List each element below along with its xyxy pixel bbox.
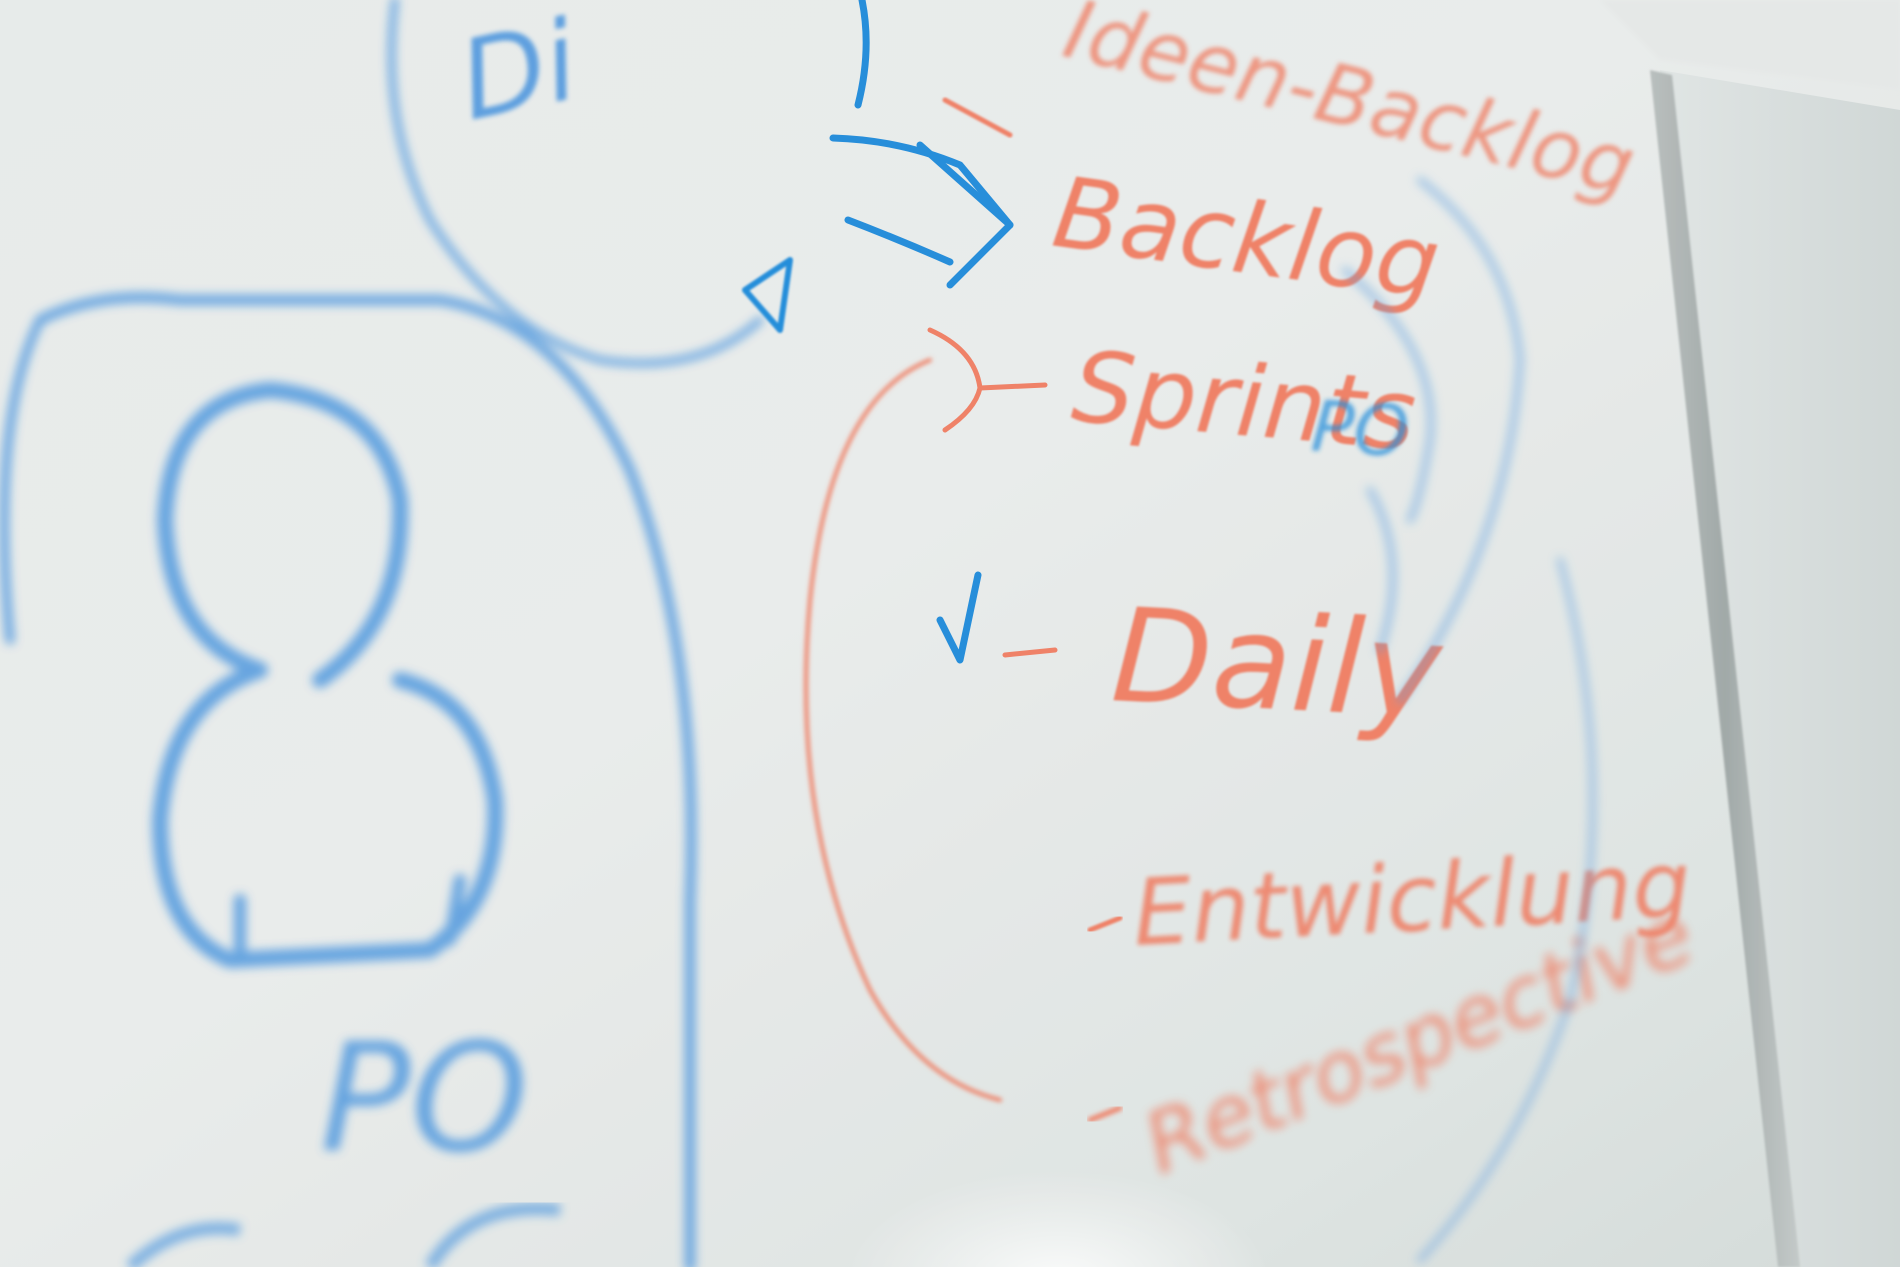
sprint-suffix: PO (1309, 385, 1412, 474)
po-label: PO (320, 1012, 529, 1186)
bracket-icon (804, 358, 1002, 1102)
arrow-icon (742, 0, 1014, 333)
checkmark-icon (936, 571, 982, 664)
top-word: Di (449, 0, 589, 145)
person-doodle (0, 0, 764, 1267)
